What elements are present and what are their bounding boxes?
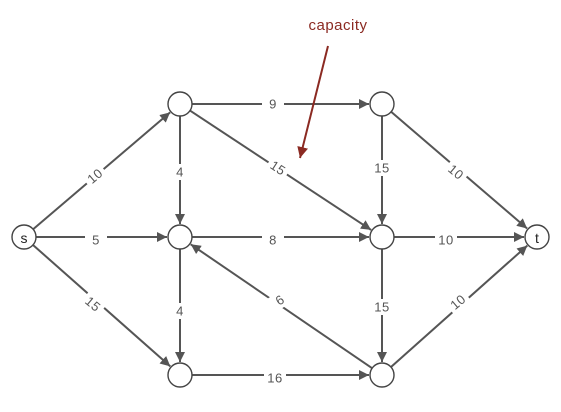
edge-a-e: 15	[189, 109, 372, 231]
capacity-label-bg-s-b	[85, 232, 107, 248]
capacity-label-bg-b-e	[262, 232, 284, 248]
capacity-label-bg-d-e	[371, 160, 393, 176]
capacity-label-a-e: 15	[267, 157, 288, 178]
edge-d-t: 10	[390, 111, 528, 230]
node-t: t	[524, 224, 550, 250]
edge-f-t: 10	[390, 244, 528, 368]
node-label-s: s	[21, 230, 28, 246]
capacity-label-e-f: 15	[374, 300, 389, 315]
capacity-label-bg-s-c	[79, 290, 107, 318]
capacity-label-bg-a-d	[262, 96, 284, 112]
edge-e-t: 10	[394, 232, 524, 248]
node-e	[369, 224, 395, 250]
capacity-annotation-label: capacity	[308, 17, 367, 34]
edge-a-d: 9	[192, 96, 369, 112]
edge-c-f: 16	[192, 370, 369, 386]
edge-f-b: 6	[190, 243, 373, 370]
capacity-label-bg-f-b	[266, 287, 294, 313]
node-circle-s	[11, 224, 37, 250]
node-circle-b	[167, 224, 193, 250]
capacity-label-bg-s-a	[81, 162, 109, 190]
node-f	[369, 362, 395, 388]
capacity-annotation: capacity	[297, 17, 367, 159]
capacity-label-bg-b-c	[169, 303, 191, 319]
capacity-label-b-e: 8	[269, 233, 277, 248]
node-c	[167, 362, 193, 388]
capacity-label-s-b: 5	[92, 233, 100, 248]
node-a	[167, 91, 193, 117]
edge-a-b: 4	[169, 116, 191, 224]
capacity-label-bg-a-b	[169, 164, 191, 180]
capacity-label-bg-d-t	[442, 158, 470, 186]
edge-s-a: 10	[32, 111, 171, 230]
edge-d-e: 15	[371, 116, 393, 224]
node-circle-e	[369, 224, 395, 250]
capacity-annotation-arrow	[297, 45, 329, 159]
edge-e-f: 15	[371, 249, 393, 362]
node-circle-a	[167, 91, 193, 117]
capacity-label-bg-a-e	[264, 155, 292, 181]
edge-b-c: 4	[169, 249, 191, 362]
node-circle-d	[369, 91, 395, 117]
capacity-label-c-f: 16	[267, 371, 282, 386]
edge-s-c: 15	[32, 244, 171, 368]
edge-b-e: 8	[192, 232, 369, 248]
capacity-label-bg-c-f	[264, 370, 286, 386]
capacity-label-bg-f-t	[444, 288, 472, 316]
node-circle-f	[369, 362, 395, 388]
capacity-label-b-c: 4	[176, 304, 184, 319]
capacity-label-bg-e-t	[435, 232, 457, 248]
capacity-label-bg-e-f	[371, 299, 393, 315]
node-b	[167, 224, 193, 250]
node-label-t: t	[535, 230, 539, 246]
node-circle-c	[167, 362, 193, 388]
edge-s-b: 5	[36, 232, 167, 248]
capacity-label-d-e: 15	[374, 161, 389, 176]
capacity-label-a-b: 4	[176, 165, 184, 180]
capacity-label-e-t: 10	[438, 233, 453, 248]
capacity-label-a-d: 9	[269, 97, 277, 112]
node-d	[369, 91, 395, 117]
node-s: s	[11, 224, 37, 250]
node-circle-t	[524, 224, 550, 250]
